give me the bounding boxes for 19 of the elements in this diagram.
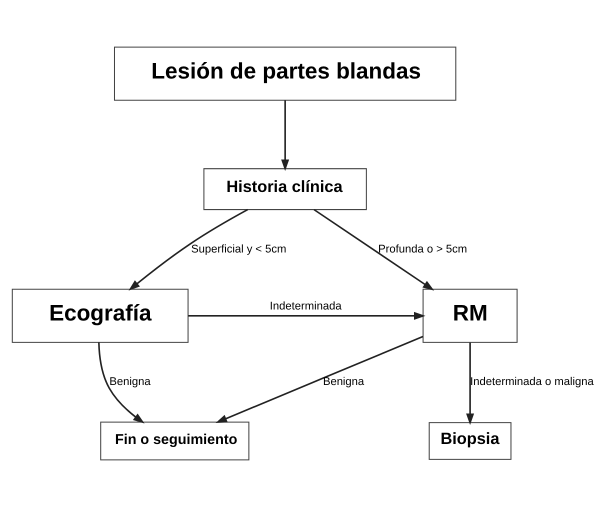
arrow: [188, 312, 426, 320]
node-box: Biopsia: [428, 422, 512, 460]
edge-label: Indeterminada: [270, 300, 342, 312]
node-box: Historia clínica: [203, 168, 367, 210]
node-box: Lesión de partes blandas: [114, 46, 456, 101]
edge-label: Benigna: [109, 376, 151, 388]
edge-label: Indeterminada o maligna: [470, 376, 594, 388]
arrow: [216, 336, 424, 423]
edge-label: Profunda o > 5cm: [378, 243, 468, 256]
arrow: [466, 342, 474, 425]
node-box: Ecografía: [12, 288, 189, 343]
edge-label: Benigna: [322, 376, 364, 388]
arrow: [98, 342, 145, 424]
arrow: [281, 100, 290, 171]
node-box: Fin o seguimiento: [100, 422, 250, 460]
arrow: [314, 208, 434, 291]
arrow: [128, 208, 248, 291]
node-box: RM: [422, 288, 518, 343]
edge-label: Superficial y < 5cm: [191, 243, 286, 256]
